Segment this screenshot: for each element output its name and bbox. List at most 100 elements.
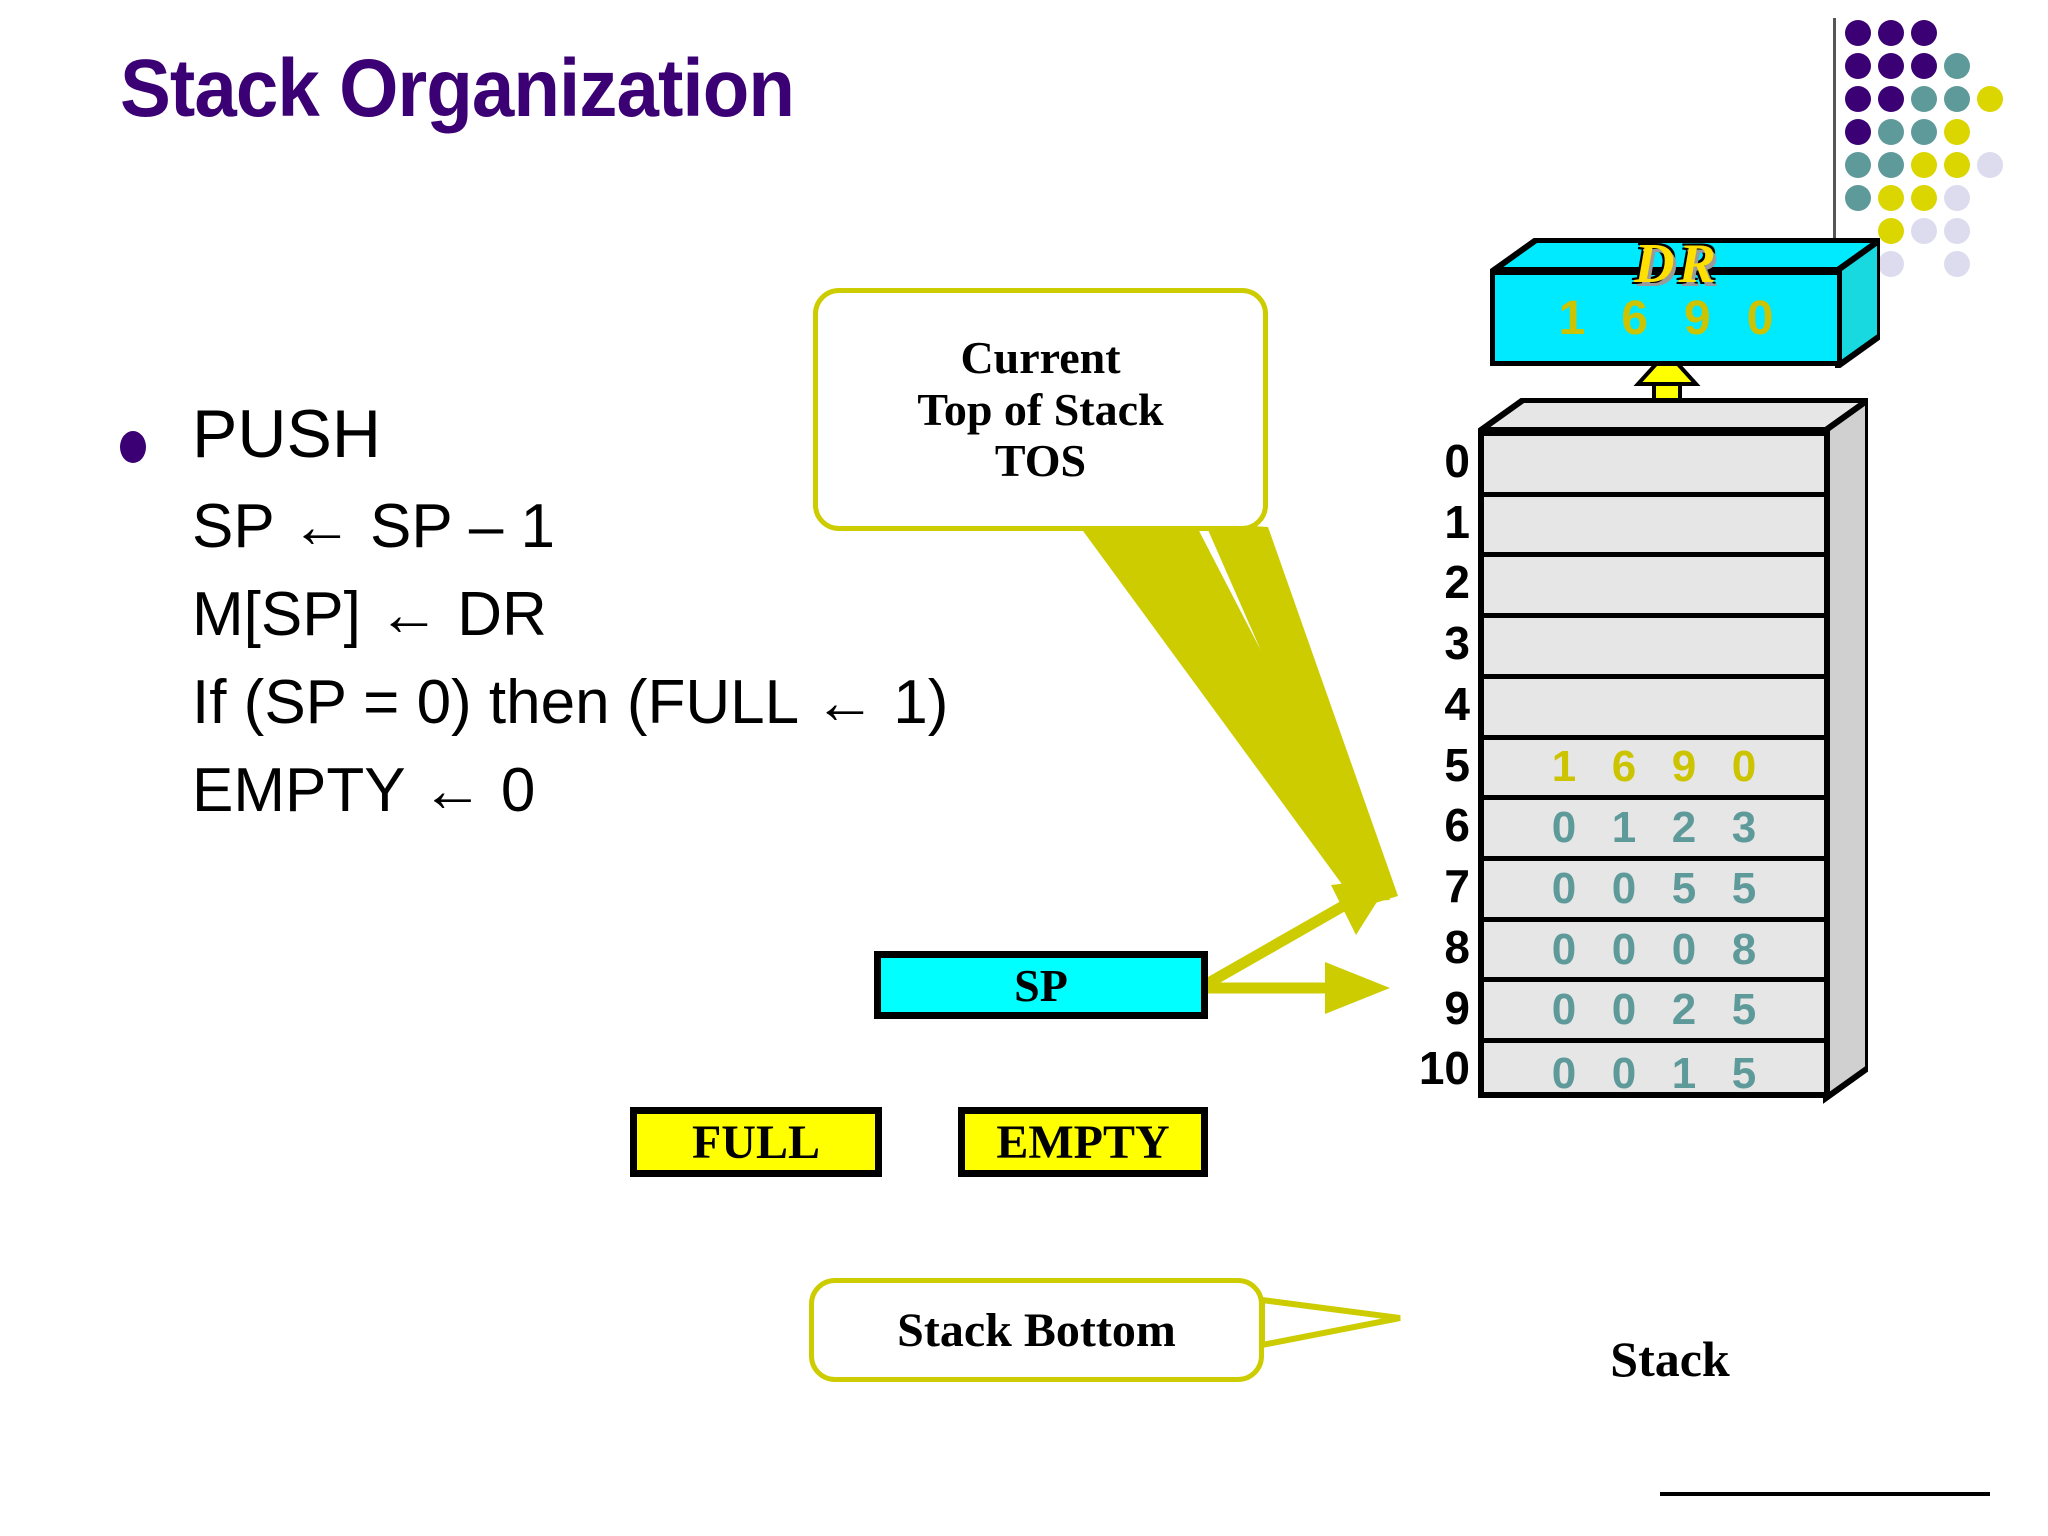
page-title: Stack Organization [120,43,795,134]
decor-dot [1911,53,1937,79]
stack-cell-digit: 5 [1731,985,1757,1035]
bullet-dot-icon [120,431,146,463]
dr-digits: 1 6 9 0 [1495,275,1837,361]
stack-row [1484,497,1824,558]
decor-dot [1878,20,1904,46]
decor-dot [1944,251,1970,277]
callout-current-top-of-stack: Current Top of Stack TOS [813,288,1268,531]
push-line-2: M[SP] ← DR [192,580,547,649]
stack-cell-digit: 0 [1551,985,1577,1035]
decor-dot [1977,152,2003,178]
stack-cell-digit: 0 [1671,924,1697,974]
decor-dot [1878,152,1904,178]
decor-dot [1878,53,1904,79]
bullet-label-push: PUSH [192,396,381,472]
stack-cell-digit: 0 [1611,1048,1637,1098]
stack-index-label: 2 [1444,556,1470,609]
stack-index-label: 5 [1444,738,1470,791]
decor-dot [1845,53,1871,79]
stack-side-face [1823,398,1868,1104]
empty-flag-box[interactable]: EMPTY [958,1107,1208,1177]
stack-cell-digit: 0 [1551,803,1577,853]
stack-index-label: 8 [1444,920,1470,973]
stack-bottom-tail [1259,1296,1401,1349]
stack-index-label: 10 [1418,1042,1470,1095]
stack-cell-digit: 0 [1731,742,1757,792]
stack-cell-digit: 1 [1551,742,1577,792]
stack-index-label: 4 [1444,677,1470,730]
decor-dot [1944,218,1970,244]
decor-dot [1911,20,1937,46]
stack-cell-digit: 1 [1611,803,1637,853]
stack-row [1484,557,1824,619]
decor-dot [1944,152,1970,178]
callout-tos-line1: Current [960,332,1121,384]
stack-cell-digit: 2 [1671,985,1697,1035]
push-line-4: EMPTY ← 0 [192,756,536,825]
dr-digit-0: 1 [1558,291,1586,345]
tos-callout-tail [1075,520,1390,902]
stack-cell-digit: 0 [1551,924,1577,974]
callout-stack-bottom: Stack Bottom [809,1278,1264,1382]
decor-dot [1911,119,1937,145]
stack-cell-digit: 0 [1551,1048,1577,1098]
stack-cell-digit: 0 [1551,863,1577,913]
decor-dot [1944,185,1970,211]
stack-cell-digit: 9 [1671,742,1697,792]
stack-row [1484,436,1824,497]
stack-index-label: 3 [1444,617,1470,670]
stack-cell-digit: 5 [1671,863,1697,913]
stack-cell-digit: 2 [1671,803,1697,853]
stack-cell-digit: 6 [1611,742,1637,792]
stack-index-label: 1 [1444,495,1470,548]
decor-dot [1878,251,1904,277]
stack-index-label: 9 [1444,981,1470,1034]
stack-cell-digit: 5 [1731,1048,1757,1098]
decor-dot [1944,119,1970,145]
tos-callout-tail-2 [1205,523,1398,904]
full-flag-box[interactable]: FULL [630,1107,882,1177]
decor-dot [1878,218,1904,244]
stack-cell-digit: 3 [1731,803,1757,853]
dr-digit-2: 9 [1684,291,1711,345]
decor-dot [1911,86,1937,112]
decor-dot [1845,20,1871,46]
stack-cell-digit: 1 [1671,1048,1697,1098]
decor-dot [1944,86,1970,112]
decorative-dot-grid [1845,20,2045,300]
decor-dot [1911,152,1937,178]
decor-dot [1845,152,1871,178]
stack-caption: Stack [1610,1331,1730,1387]
decor-dot [1944,53,1970,79]
sp-register-box[interactable]: SP [874,951,1208,1019]
stack-cell-digit: 5 [1731,863,1757,913]
vertical-guide-line [1833,18,1836,348]
stack-row [1484,679,1824,740]
decor-dot [1977,86,2003,112]
stack-cell-digit: 8 [1731,924,1757,974]
sp-arrow-to-row6 [1205,962,1390,1014]
decor-dot [1878,119,1904,145]
decor-dot [1845,119,1871,145]
decor-dot [1878,86,1904,112]
dr-digit-3: 0 [1746,291,1774,345]
dr-label: DR [1634,233,1720,295]
dr-register: 1 6 9 0 DR [1490,233,1880,368]
sp-arrow-to-row5 [1202,878,1392,990]
decor-dot [1911,185,1937,211]
stack-cell-digit: 0 [1611,985,1637,1035]
callout-tos-line3: TOS [994,435,1087,487]
decor-dot [1845,185,1871,211]
stack-cell-digit: 0 [1611,924,1637,974]
stack-index-label: 0 [1444,435,1470,487]
bottom-rule-decoration [1660,1492,1990,1496]
